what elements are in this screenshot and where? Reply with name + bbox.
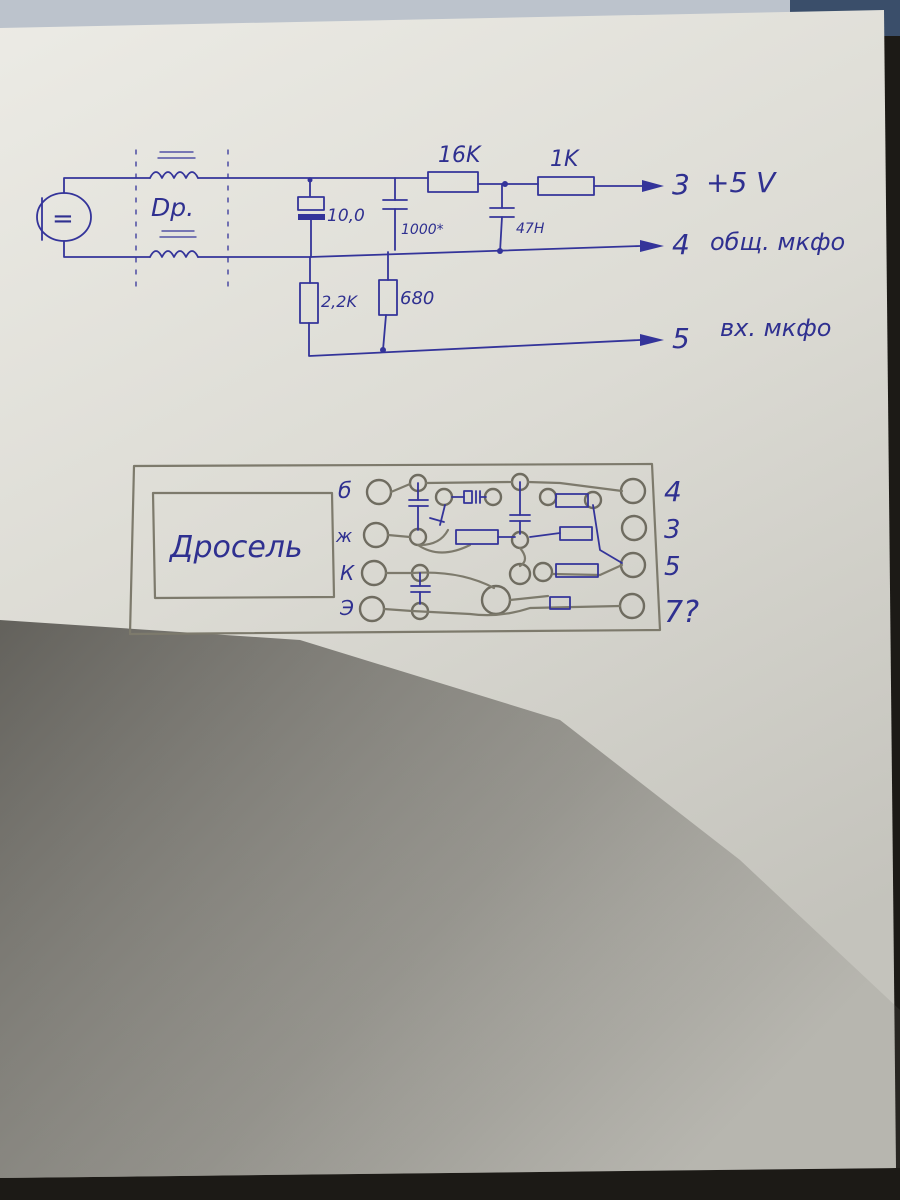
board-pads xyxy=(358,472,648,623)
resistor-2k2-label: 2,2K xyxy=(321,292,358,311)
choke: Dp. xyxy=(135,149,229,289)
output-3-number: 3 xyxy=(672,168,690,201)
cap-1000-label: 1000* xyxy=(401,222,444,238)
output-3-label: +5 V xyxy=(706,166,777,199)
choke-label: Dp. xyxy=(151,193,194,222)
schematic: = Dp. 10,0 xyxy=(36,143,845,357)
resistor-16k-label: 16K xyxy=(438,143,482,168)
board-block-label: Дросель xyxy=(168,530,303,565)
resistor-680: 680 xyxy=(378,279,434,316)
resistor-16k: 16K xyxy=(427,143,482,193)
pin-label-3: 3 xyxy=(664,515,681,545)
resistor-2k2: 2,2K xyxy=(299,282,358,324)
capacitor-1000: 1000* xyxy=(382,177,444,251)
output-5-label: вх. мкфо xyxy=(720,314,831,342)
battery-symbol: = xyxy=(36,192,92,242)
electrolytic-cap-label: 10,0 xyxy=(327,206,365,226)
resistor-1k: 1K xyxy=(537,147,595,196)
cap-47n-label: 47H xyxy=(516,221,545,237)
pin-label-k: К xyxy=(340,561,355,585)
board-layout: Дросель xyxy=(128,462,699,636)
output-4-label: общ. мкфо xyxy=(710,228,845,256)
pin-label-zh: ж xyxy=(335,526,353,547)
output-5-number: 5 xyxy=(672,322,690,355)
electrolytic-capacitor: 10,0 xyxy=(297,177,365,258)
capacitor-47n: 47H xyxy=(489,183,545,254)
pin-label-e: Э xyxy=(339,596,354,620)
pin-label-5: 5 xyxy=(664,552,681,582)
hand-shadow xyxy=(0,620,900,1178)
battery-sign: = xyxy=(52,204,74,234)
pin-label-b: б xyxy=(338,479,352,504)
output-4-number: 4 xyxy=(672,228,690,261)
resistor-1k-label: 1K xyxy=(550,147,580,172)
pin-label-7: 7? xyxy=(664,595,699,630)
pin-label-4: 4 xyxy=(664,475,682,508)
resistor-680-label: 680 xyxy=(400,288,434,309)
board-components xyxy=(408,481,623,610)
